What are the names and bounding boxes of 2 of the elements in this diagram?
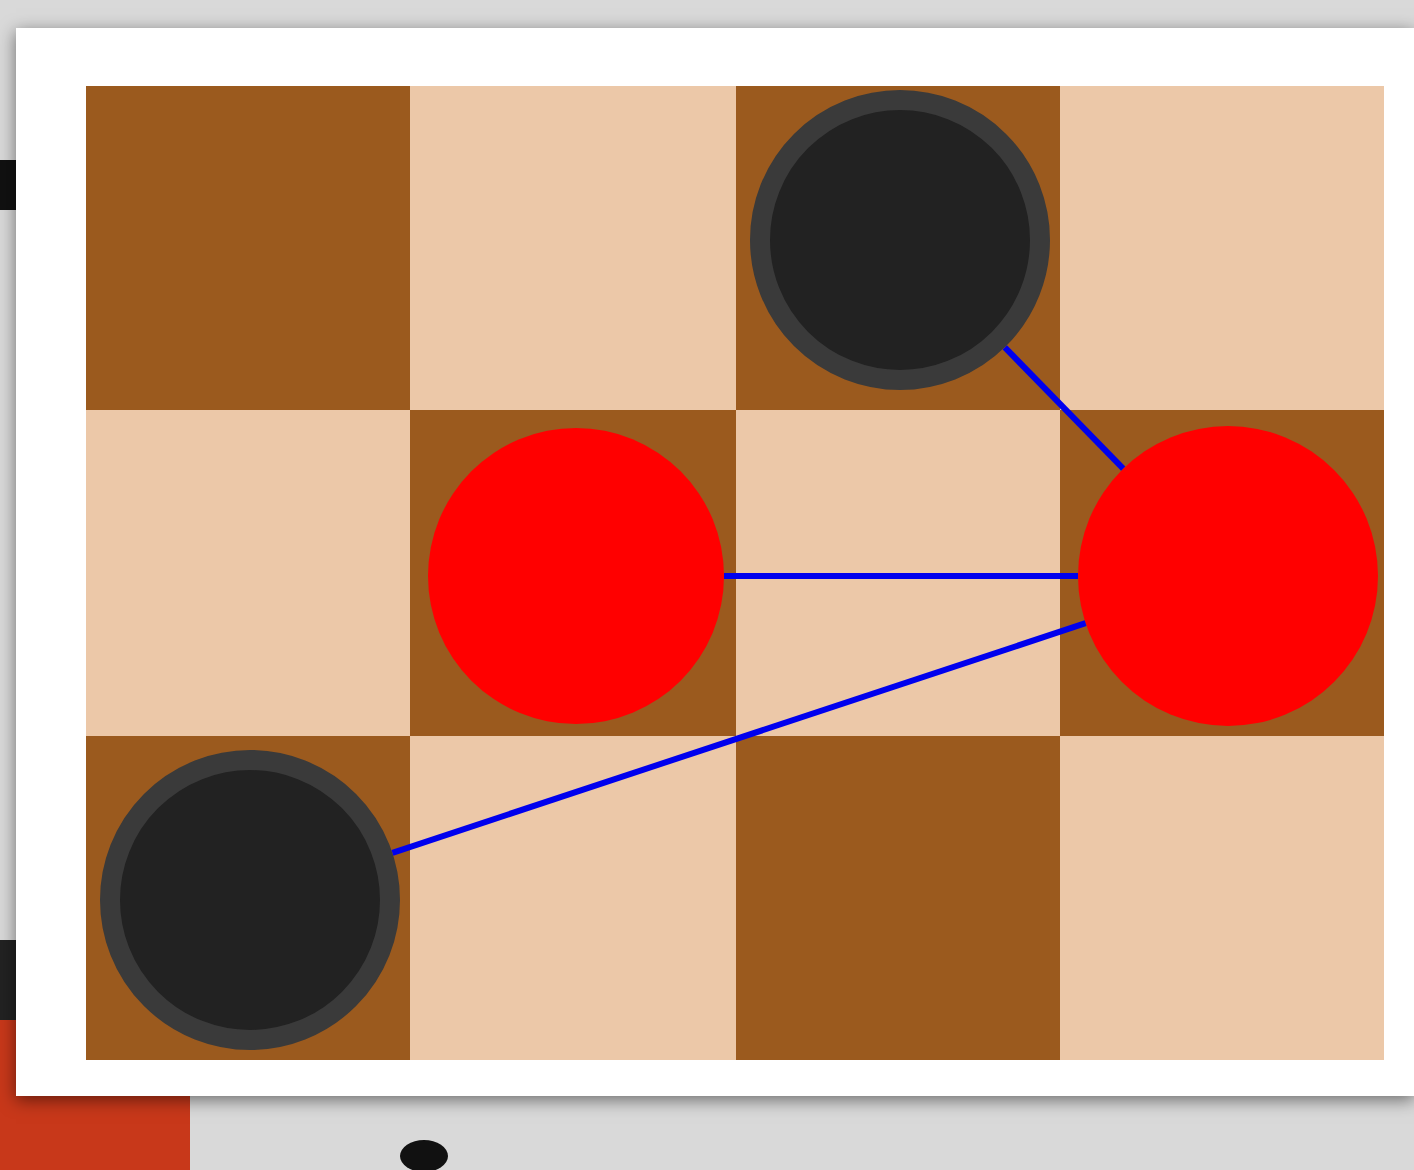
- connector-line: [391, 620, 1087, 856]
- connector-line: [724, 573, 1078, 579]
